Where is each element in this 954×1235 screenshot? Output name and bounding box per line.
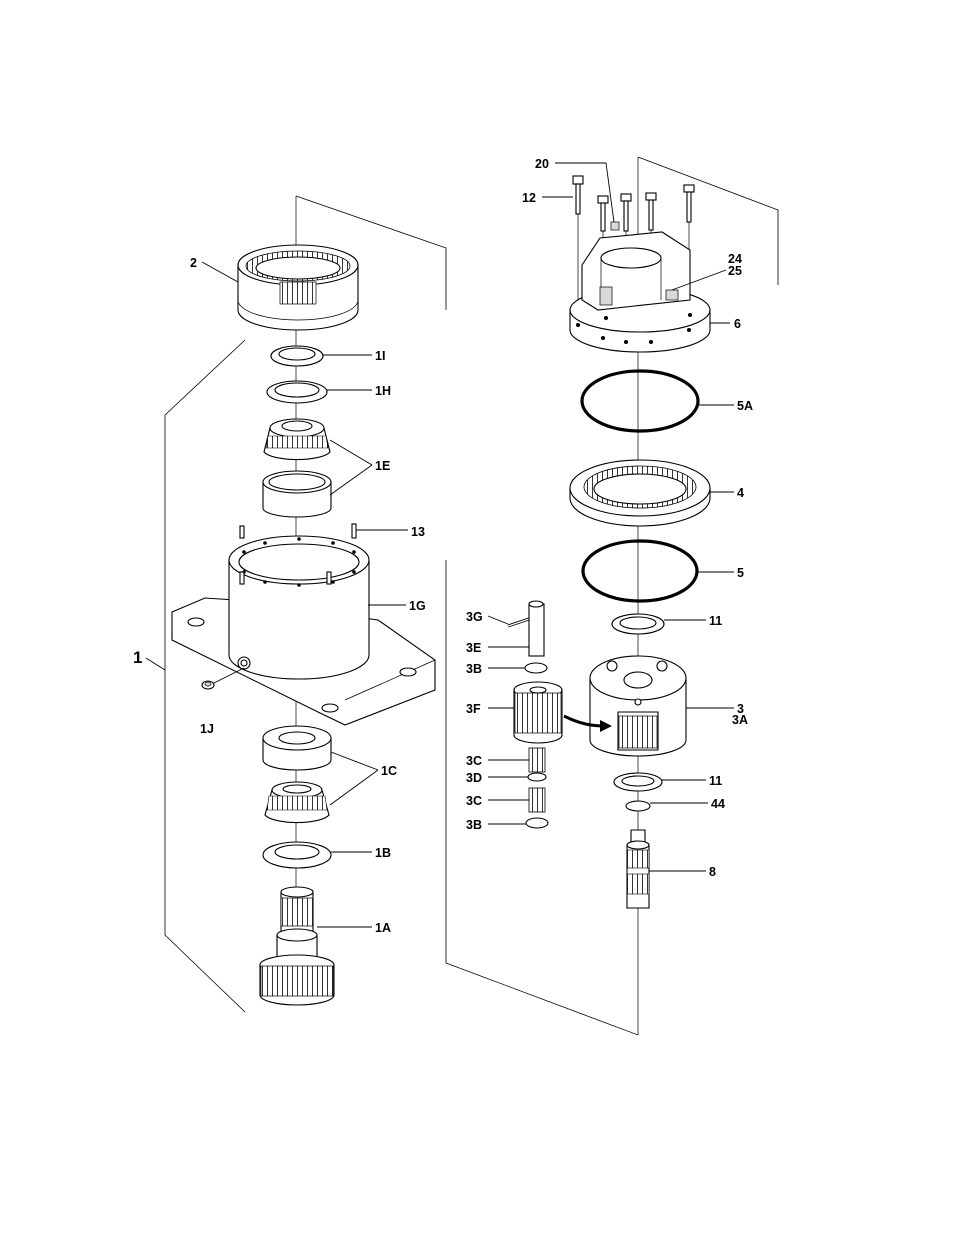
part-12-bolts — [572, 175, 695, 232]
housing-bolt-holes — [242, 537, 356, 587]
part-2-ring-gear — [237, 244, 359, 331]
part-1B-ring — [262, 841, 332, 869]
callout-8: 8 — [709, 865, 716, 879]
callout-3: 3 — [737, 702, 744, 716]
planet-gear-arrowhead — [600, 720, 612, 732]
callout-5A: 5A — [737, 399, 753, 413]
part-6-adapter — [569, 231, 711, 353]
callout-20: 20 — [535, 157, 549, 171]
callout-3E: 3E — [466, 641, 481, 655]
callout-1G: 1G — [409, 599, 426, 613]
leader-lines — [145, 162, 734, 928]
callout-13: 13 — [411, 525, 425, 539]
left-assembly-frame — [164, 195, 447, 1013]
part-3E-shaft — [528, 600, 545, 657]
callout-4: 4 — [737, 486, 744, 500]
callout-1J: 1J — [200, 722, 214, 736]
part-11-washer-bottom — [613, 772, 663, 792]
part-11-washer-top — [611, 613, 665, 635]
callout-1: 1 — [133, 648, 142, 667]
part-5-o-ring — [581, 539, 699, 603]
callout-3D: 3D — [466, 771, 482, 785]
part-44-retaining-ring — [625, 800, 651, 812]
callout-1E: 1E — [375, 459, 390, 473]
part-4-ring-gear — [569, 459, 711, 527]
callout-2: 2 — [190, 256, 197, 270]
callout-6: 6 — [734, 317, 741, 331]
part-1C-bearing-cup — [262, 725, 332, 771]
part-3C-roller-top — [528, 747, 546, 773]
callout-25: 25 — [728, 264, 742, 278]
callout-3F: 3F — [466, 702, 481, 716]
callout-11-top: 11 — [709, 614, 722, 628]
callout-1H: 1H — [375, 384, 391, 398]
part-1E-bearing-cone — [263, 418, 331, 461]
part-5A-o-ring — [580, 369, 700, 433]
callout-44: 44 — [711, 797, 725, 811]
part-1E-bearing-cup — [262, 470, 332, 518]
part-20-fitting — [610, 221, 620, 231]
callout-3B-top: 3B — [466, 662, 482, 676]
callout-11-bottom: 11 — [709, 774, 722, 788]
callout-3C-top: 3C — [466, 754, 482, 768]
callout-1A: 1A — [375, 921, 391, 935]
callout-3A: 3A — [732, 713, 748, 727]
part-3F-planet-gear — [513, 681, 563, 744]
part-3B-washer-bottom — [525, 817, 549, 829]
callout-12: 12 — [522, 191, 536, 205]
callout-3C-bottom: 3C — [466, 794, 482, 808]
part-3D-spacer — [527, 772, 547, 782]
part-8-sun-gear-shaft — [626, 829, 650, 909]
part-1G-housing — [171, 523, 436, 726]
callout-labels: 2 1I 1H 1E 13 1G 1 1J 1C 1B 1A 20 12 24 … — [133, 157, 753, 935]
part-3C-roller-bottom — [528, 787, 546, 813]
part-1H-ring — [266, 380, 328, 404]
part-1J-plug — [201, 680, 215, 690]
callout-24: 24 — [728, 252, 742, 266]
part-1I-ring — [270, 345, 324, 367]
callout-3G: 3G — [466, 610, 483, 624]
part-1A-pinion-shaft — [259, 886, 335, 1006]
callout-1B: 1B — [375, 846, 391, 860]
part-1C-bearing-cone — [264, 781, 330, 824]
callout-3B-bottom: 3B — [466, 818, 482, 832]
part-3G-pin — [507, 616, 533, 628]
part-3-planet-carrier — [589, 655, 687, 757]
callout-1C: 1C — [381, 764, 397, 778]
callout-5: 5 — [737, 566, 744, 580]
part-3B-washer-top — [524, 662, 548, 674]
callout-1I: 1I — [375, 349, 385, 363]
